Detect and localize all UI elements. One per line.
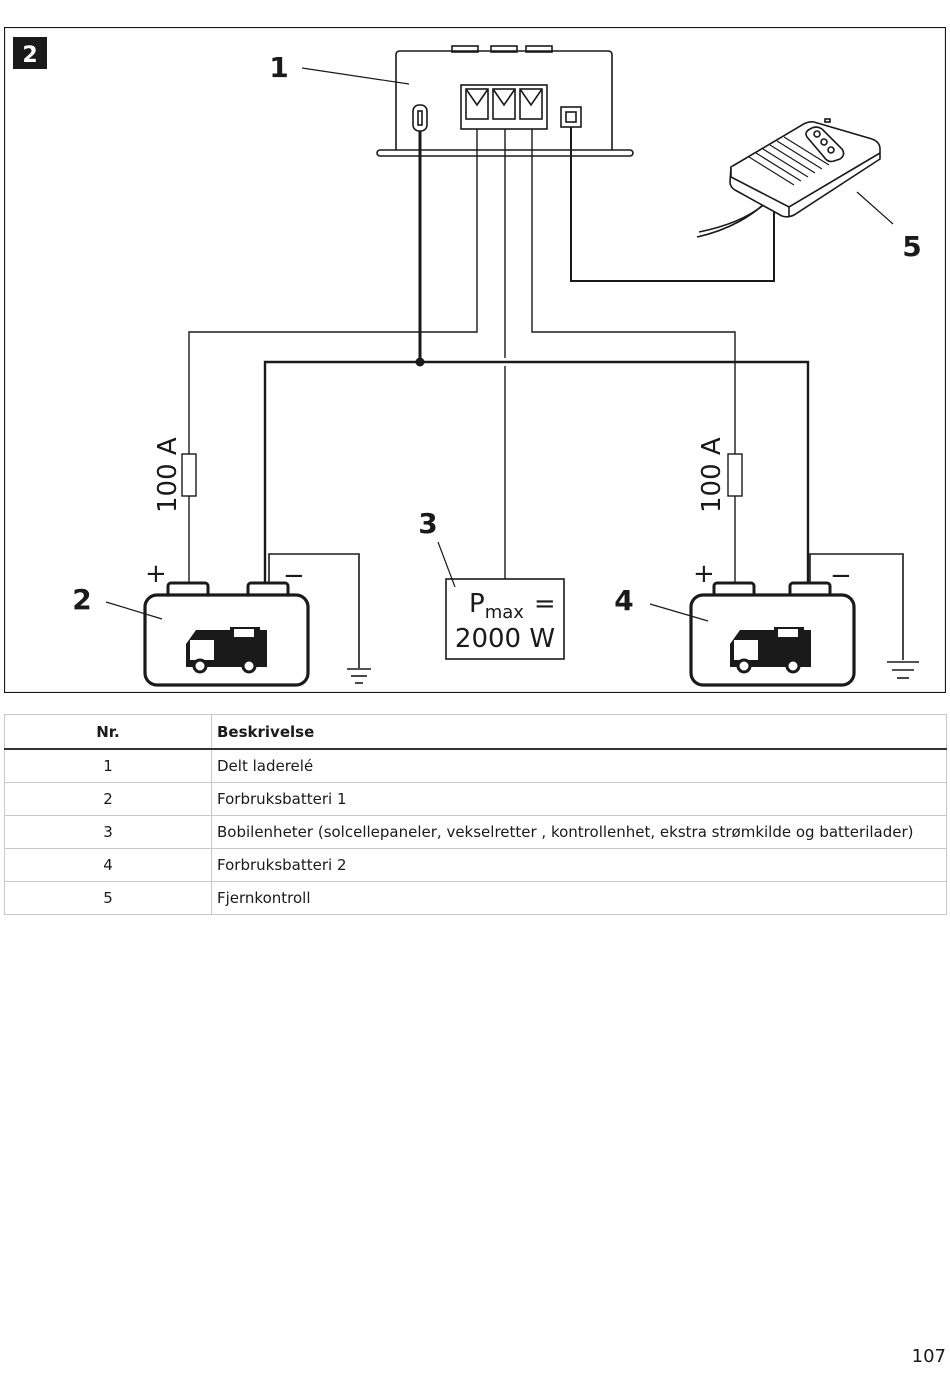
callout-5: 5	[902, 230, 921, 263]
row-number: 1	[4, 748, 212, 783]
fuse-right	[727, 453, 743, 497]
pmax-symbol: P	[469, 589, 485, 619]
row-number: 2	[4, 782, 212, 816]
callout-4: 4	[614, 584, 633, 617]
table-row: 4 Forbruksbatteri 2	[4, 848, 947, 882]
fuse-right-label: 100 A	[697, 437, 727, 513]
fuse-left	[181, 453, 197, 497]
battery-1	[143, 581, 310, 687]
table-row: 5 Fjernkontroll	[4, 881, 947, 915]
callout-3: 3	[418, 507, 437, 540]
battery-1-plus: +	[145, 559, 167, 589]
header-description: Beskrivelse	[211, 714, 947, 750]
remote-control	[696, 118, 881, 238]
battery-2-minus: −	[830, 561, 852, 591]
ground-symbol-right	[887, 661, 919, 679]
callout-2: 2	[72, 583, 91, 616]
legend-table: Nr. Beskrivelse 1 Delt laderelé 2 Forbru…	[4, 714, 947, 915]
row-description: Forbruksbatteri 1	[211, 782, 947, 816]
legend-header-row: Nr. Beskrivelse	[4, 714, 947, 750]
figure-number: 2	[22, 43, 37, 68]
table-row: 2 Forbruksbatteri 1	[4, 782, 947, 816]
pmax-value: 2000 W	[455, 624, 555, 654]
page-number: 107	[911, 1346, 946, 1367]
row-number: 3	[4, 815, 212, 849]
table-row: 3 Bobilenheter (solcellepaneler, vekselr…	[4, 815, 947, 849]
callout-1: 1	[269, 51, 288, 84]
battery-2	[689, 581, 856, 687]
fuse-left-label: 100 A	[153, 437, 183, 513]
ground-symbol-left	[347, 668, 371, 684]
figure-number-badge	[13, 37, 47, 69]
row-description: Bobilenheter (solcellepaneler, vekselret…	[211, 815, 947, 849]
svg-text:Pmax=: Pmax =	[469, 589, 556, 623]
camper-icon	[186, 627, 267, 674]
row-number: 5	[4, 881, 212, 915]
wiring-diagram: 2 100 A 100 A	[4, 27, 946, 693]
header-nr: Nr.	[4, 714, 212, 750]
battery-1-minus: −	[283, 561, 305, 591]
row-description: Forbruksbatteri 2	[211, 848, 947, 882]
junction-dot	[415, 357, 425, 367]
row-description: Delt laderelé	[211, 748, 947, 783]
callout-leaders	[105, 67, 894, 622]
row-number: 4	[4, 848, 212, 882]
pmax-subscript: max	[485, 602, 525, 623]
row-description: Fjernkontroll	[211, 881, 947, 915]
pmax-equals: =	[534, 589, 556, 619]
wiring	[188, 127, 904, 668]
table-row: 1 Delt laderelé	[4, 748, 947, 783]
devices-box: Pmax = 2000 W	[445, 578, 565, 660]
camper-icon	[730, 627, 811, 674]
battery-2-plus: +	[693, 559, 715, 589]
